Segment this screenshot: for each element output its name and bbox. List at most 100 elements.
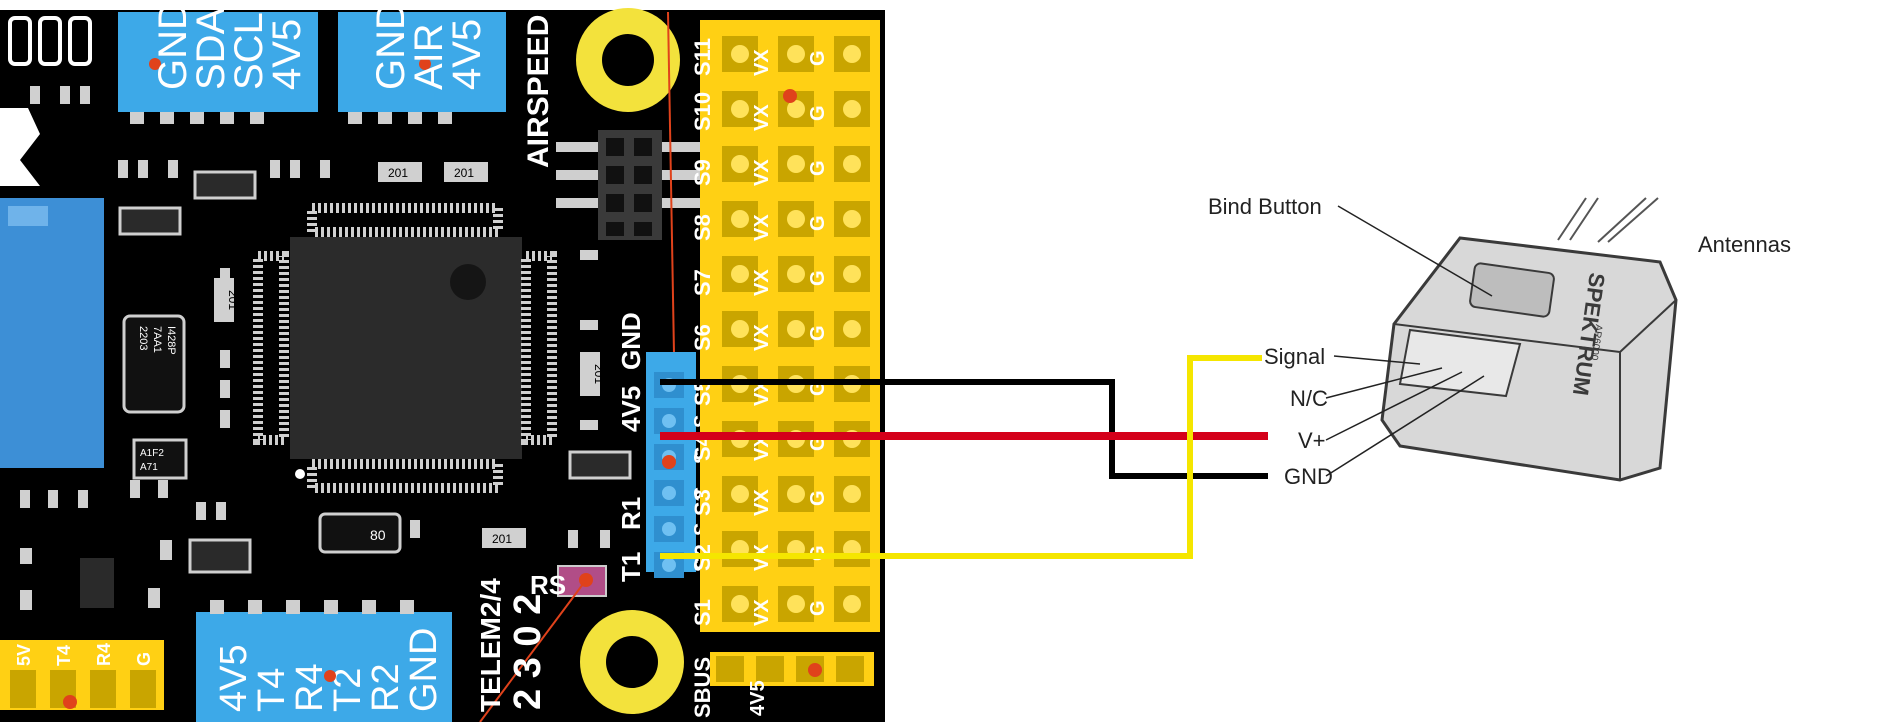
servo-rail-vx-label: VX (751, 214, 773, 241)
receiver-model: AR6000 (1588, 324, 1604, 362)
left-white-tab (0, 108, 40, 186)
flight-controller-board: GND SDA SCL 4V5 GND AIR 4V5 AIRSPEED (0, 1, 885, 723)
grey-header (556, 130, 704, 240)
servo-rail-g-label: G (807, 215, 829, 231)
small-components (20, 86, 610, 610)
i2c-pin-gnd: GND (151, 1, 195, 90)
servo-rail-vx-label: VX (751, 324, 773, 351)
telem-pin-4v5: 4V5 (213, 644, 255, 712)
servo-rail-vx-label: VX (751, 269, 773, 296)
telem-label: TELEM2/4 (475, 578, 506, 712)
servo-rail-label-s3: S3 (690, 489, 715, 516)
callouts: Bind Button Antennas Signal N/C V+ GND (1208, 194, 1791, 489)
bottom-rail: 4V5 (710, 652, 874, 716)
telem-pin-gnd: GND (403, 628, 445, 712)
servo-rail-vx-label: VX (751, 489, 773, 516)
servo-rail-g-label: G (807, 50, 829, 66)
receiver-case (1380, 236, 1678, 482)
servo-rail-vx-label: VX (751, 159, 773, 186)
rc-input-side-label-t1: T1 (616, 552, 646, 582)
lower-left-label-t4: T4 (54, 645, 74, 666)
resistor-markers: 201 201 201 201 201 (214, 162, 606, 548)
servo-rail-label-s9: S9 (690, 159, 715, 186)
servo-rail-vx-label: VX (751, 379, 773, 406)
servo-rail-g-label: G (807, 490, 829, 506)
i2c-pin-sda: SDA (189, 7, 233, 90)
servo-rail-vx-label: VX (751, 49, 773, 76)
mcu-chip (253, 203, 557, 493)
svg-text:A1F2: A1F2 (140, 448, 164, 459)
servo-port (1398, 328, 1522, 398)
mounting-hole-bottom (580, 610, 684, 714)
svg-text:201: 201 (388, 166, 408, 180)
telem-pin-r4: R4 (289, 663, 331, 712)
spektrum-receiver: SPEKTRUM AR6000 (1380, 197, 1678, 482)
lower-left-label-g: G (134, 652, 154, 666)
servo-rail-label-s10: S10 (690, 92, 715, 131)
servo-rail-g-label: G (807, 105, 829, 121)
servo-rail-label-s1: S1 (690, 599, 715, 626)
svg-text:201: 201 (454, 166, 474, 180)
servo-rail-label-s8: S8 (690, 214, 715, 241)
bottom-rail-4v5-label: 4V5 (747, 680, 769, 716)
servo-rail-vx-label: VX (751, 599, 773, 626)
airspeed-connector: GND AIR 4V5 (338, 1, 506, 124)
svg-text:201: 201 (492, 532, 512, 546)
top-left-pads (8, 16, 92, 66)
svg-text:I428P: I428P (165, 326, 177, 355)
lower-left-rail: 5V T4 R4 G (0, 640, 164, 710)
antenna-left (1569, 197, 1599, 241)
antennas-label: Antennas (1698, 232, 1791, 257)
servo-rail-label-s7: S7 (690, 269, 715, 296)
nc-label: N/C (1290, 386, 1328, 411)
airspeed-pin-4v5: 4V5 (445, 19, 489, 90)
wires (660, 355, 1268, 559)
telem-numbers: 2 3 0 2 (507, 594, 549, 710)
servo-rail-g-label: G (807, 600, 829, 616)
rs-label: RS (530, 570, 566, 600)
signal-wire (660, 355, 1262, 559)
rc-input-side-label-4v5: 4V5 (616, 386, 646, 432)
left-module (0, 198, 104, 468)
servo-rail-g-label: G (807, 325, 829, 341)
svg-text:201: 201 (592, 364, 606, 384)
rc-input-side-label-r1: R1 (616, 497, 646, 530)
i2c-pin-4v5: 4V5 (265, 19, 309, 90)
lower-left-label-r4: R4 (94, 643, 114, 666)
bind-button-label: Bind Button (1208, 194, 1322, 219)
svg-text:80: 80 (370, 527, 386, 543)
regulator-chip: I428P 7AA1 2203 (122, 314, 186, 414)
svg-text:A71: A71 (140, 462, 158, 473)
servo-rail-vx-label: VX (751, 434, 773, 461)
rc-input-side-label-gnd: GND (616, 312, 646, 370)
vplus-label: V+ (1298, 428, 1326, 453)
airspeed-pin-air: AIR (407, 23, 451, 90)
small-ic: A1F2 A71 (132, 438, 188, 480)
i2c-pin-scl: SCL (227, 12, 271, 90)
svg-text:2203: 2203 (137, 326, 149, 350)
gnd-label: GND (1284, 464, 1333, 489)
servo-rail-g-label: G (807, 270, 829, 286)
signal-label: Signal (1264, 344, 1325, 369)
telem-pin-t4: T4 (251, 668, 293, 712)
servo-rail-vx-label: VX (751, 104, 773, 131)
telem-pin-r2: R2 (365, 663, 407, 712)
servo-rail-label-s6: S6 (690, 324, 715, 351)
lower-left-label-5v: 5V (14, 644, 34, 666)
antenna-right (1607, 197, 1659, 243)
mounting-hole-top (576, 8, 680, 112)
servo-rail-label-s11: S11 (690, 38, 715, 76)
i2c-connector: GND SDA SCL 4V5 (118, 1, 318, 124)
rc-input-connector: SSSSSS (646, 352, 713, 578)
servo-rail-g-label: G (807, 160, 829, 176)
crystal: 80 (318, 512, 402, 554)
svg-text:7AA1: 7AA1 (151, 326, 163, 353)
svg-text:201: 201 (226, 290, 240, 310)
airspeed-label: AIRSPEED (522, 15, 555, 168)
sot-components (80, 170, 632, 608)
